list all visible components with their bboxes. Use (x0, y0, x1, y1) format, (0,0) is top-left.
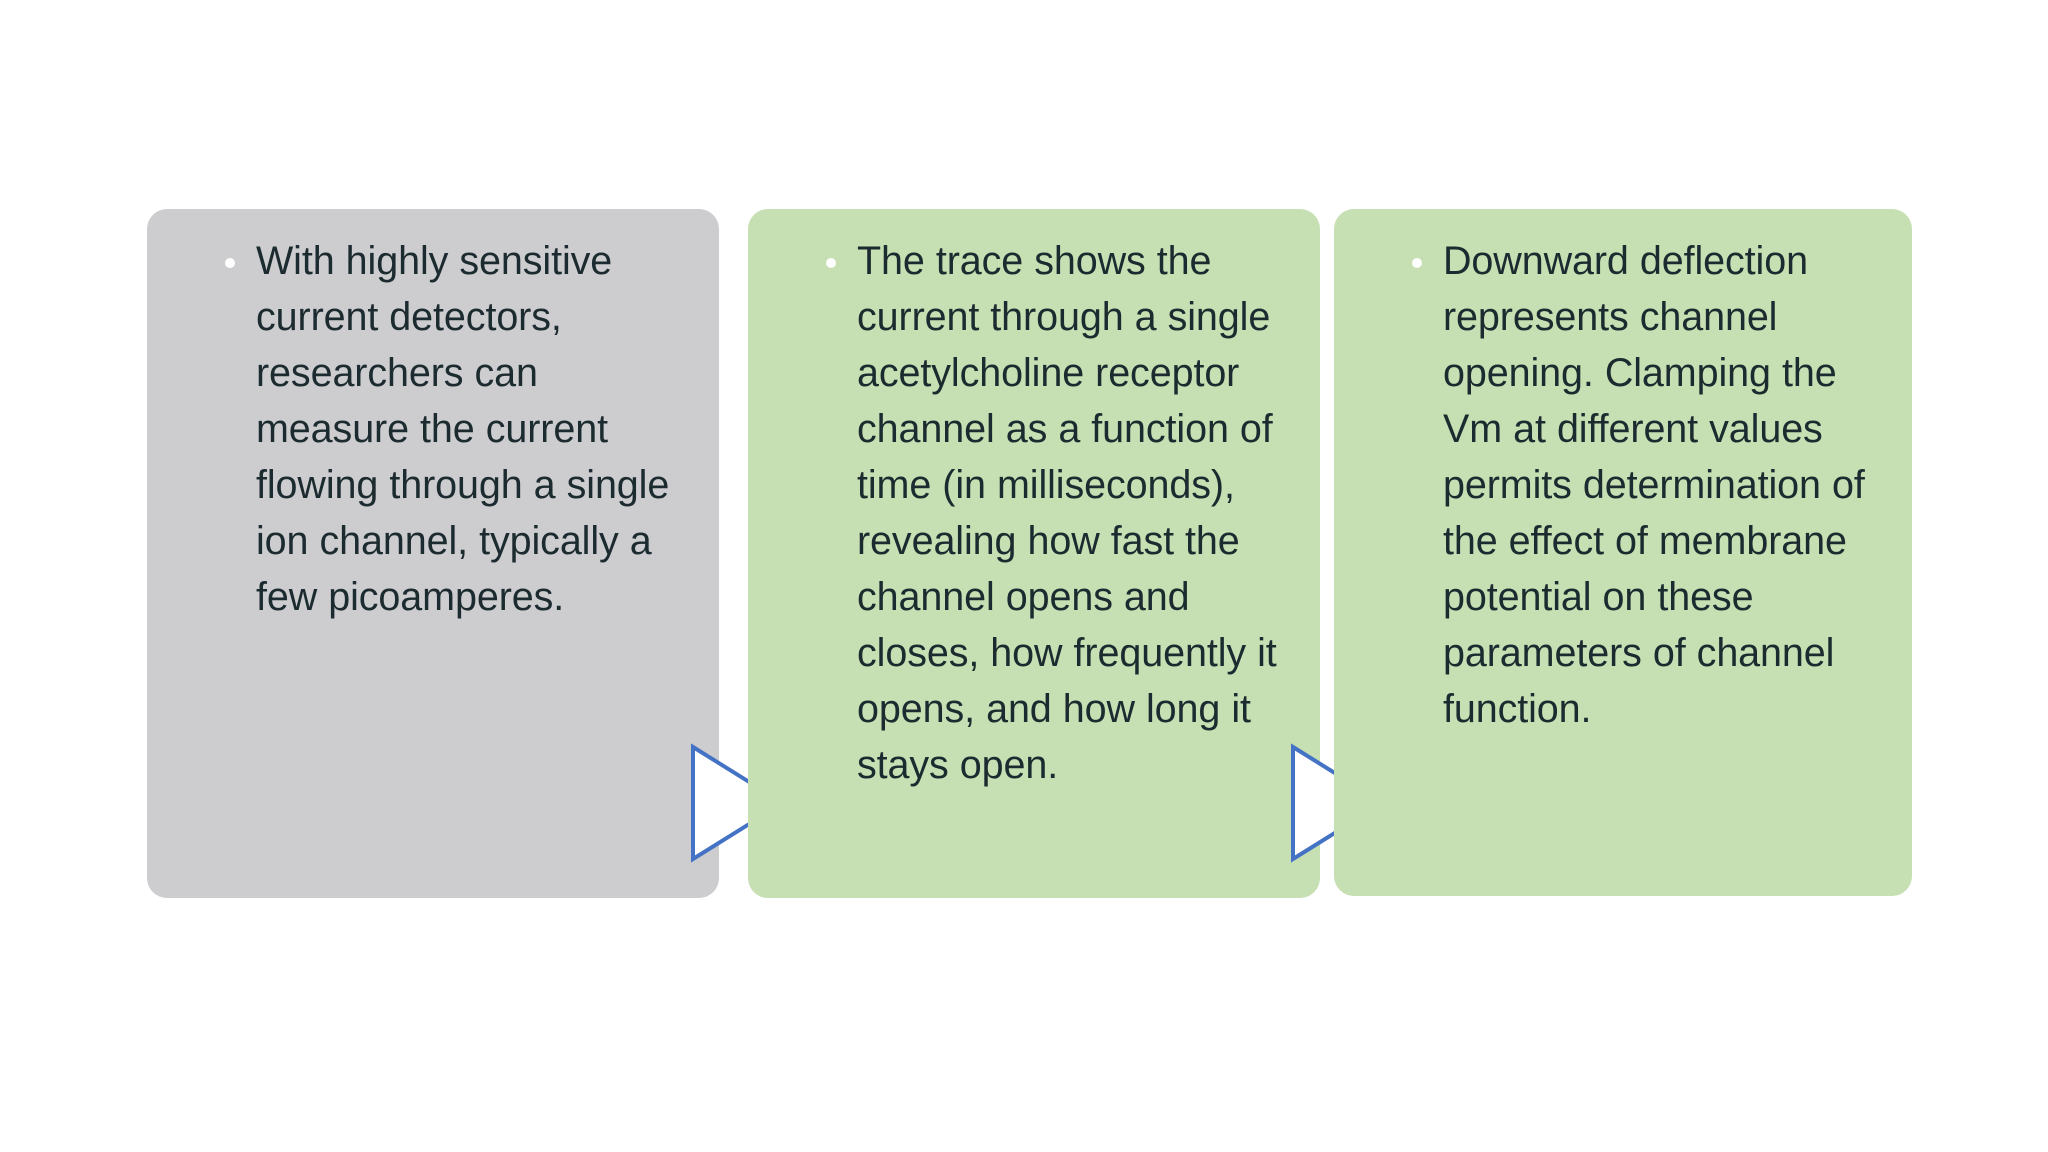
process-step-1[interactable]: With highly sensitive current detectors,… (147, 209, 719, 898)
step-1-bullet-row: With highly sensitive current detectors,… (222, 233, 701, 625)
step-3-body: Downward deflection represents channel o… (1334, 209, 1912, 737)
step-3-bullet-row: Downward deflection represents channel o… (1409, 233, 1894, 737)
bullet-dot-icon (826, 258, 836, 268)
process-step-3[interactable]: Downward deflection represents channel o… (1334, 209, 1912, 896)
bullet-dot-icon (225, 258, 235, 268)
bullet-dot-icon (1412, 258, 1422, 268)
step-2-bullet-row: The trace shows the current through a si… (823, 233, 1302, 793)
connector-arrow-1 (691, 743, 787, 863)
step-1-text: With highly sensitive current detectors,… (256, 239, 670, 619)
arrow-right-triangle-icon (691, 743, 787, 863)
step-2-body: The trace shows the current through a si… (748, 209, 1320, 793)
process-step-2[interactable]: The trace shows the current through a si… (748, 209, 1320, 898)
step-3-text: Downward deflection represents channel o… (1443, 239, 1865, 731)
step-1-body: With highly sensitive current detectors,… (147, 209, 719, 625)
step-2-text: The trace shows the current through a si… (857, 239, 1277, 787)
